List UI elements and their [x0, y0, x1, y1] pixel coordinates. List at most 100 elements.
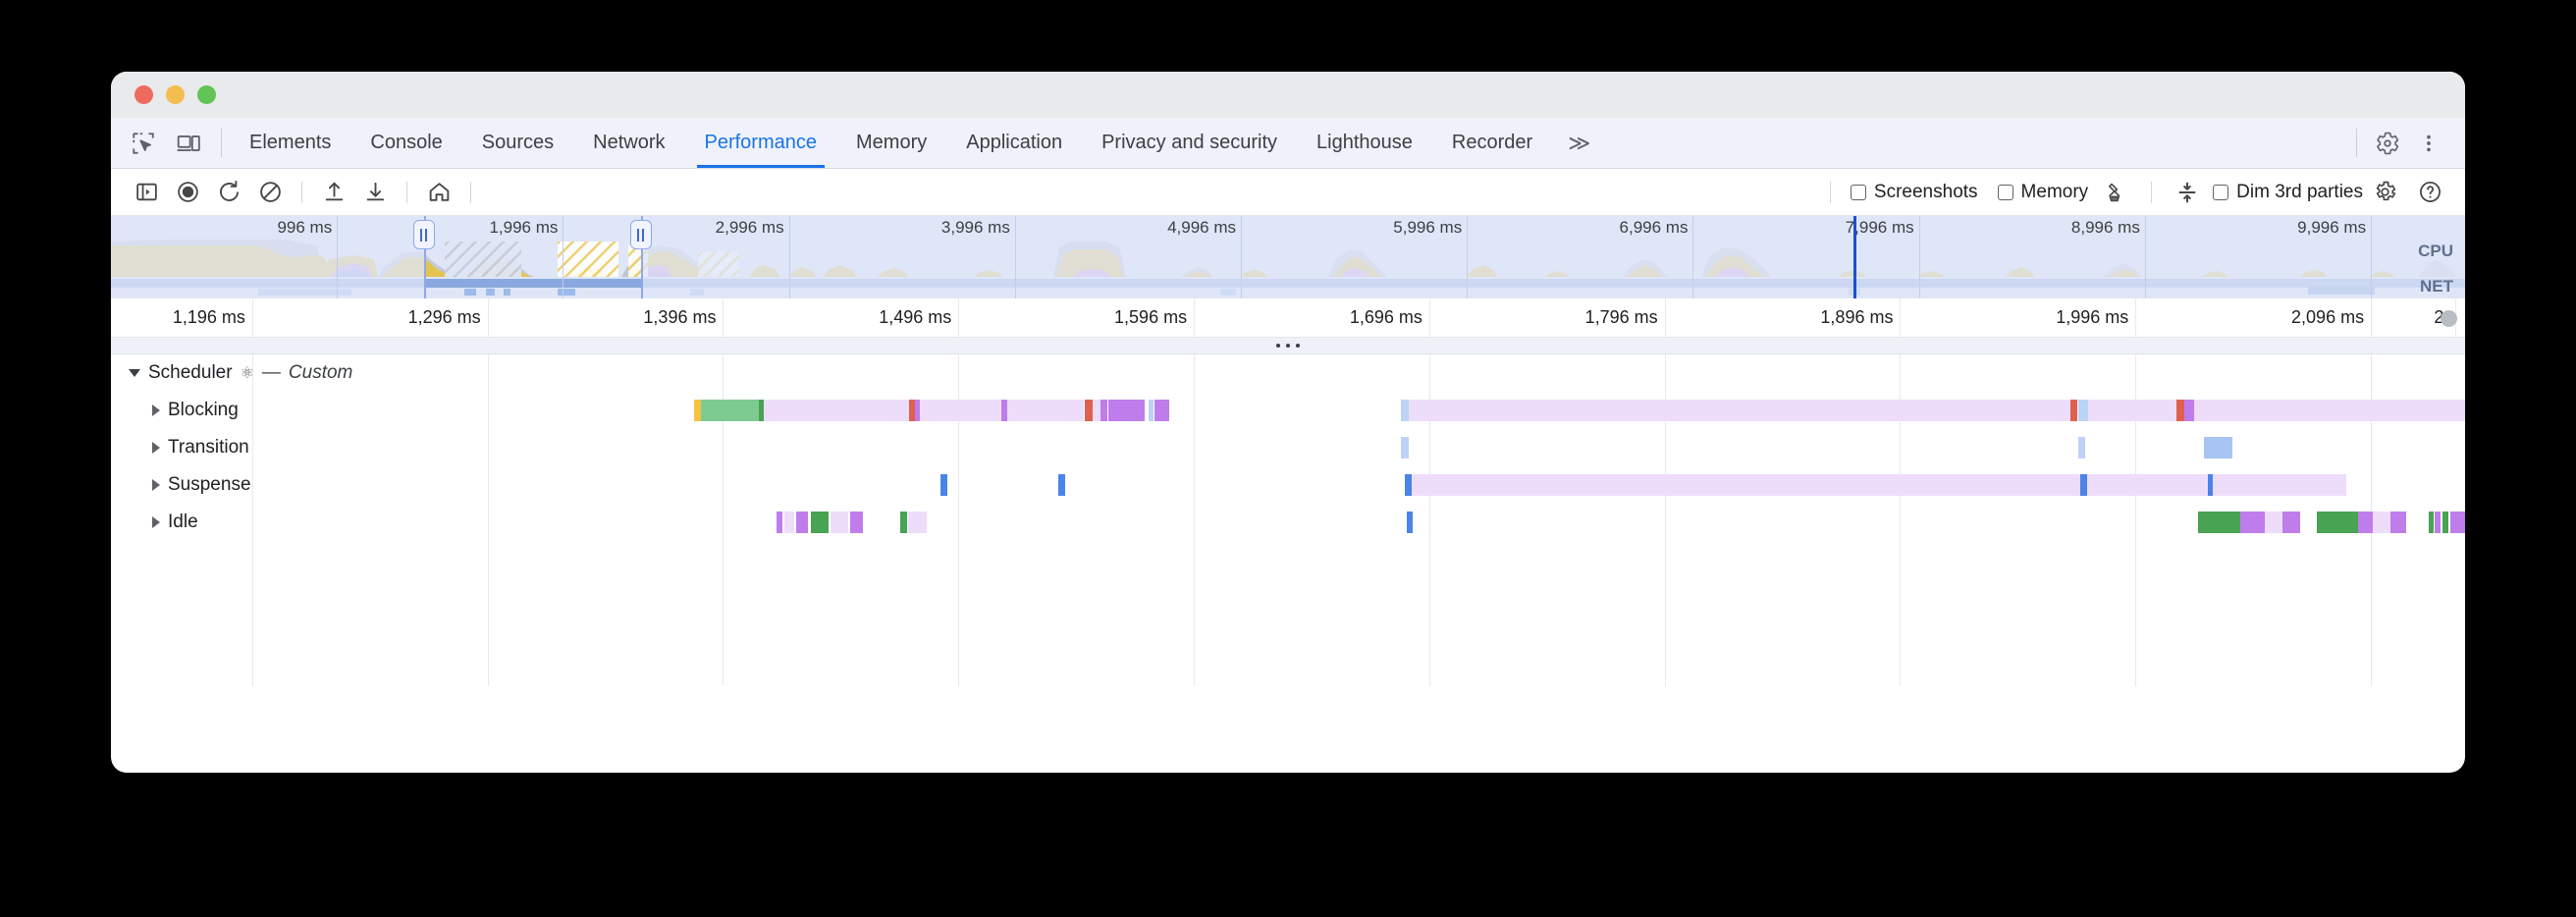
flame-bar[interactable] — [2176, 400, 2185, 421]
chevron-right-icon[interactable] — [152, 405, 160, 416]
flame-bar[interactable] — [700, 400, 759, 421]
flame-bar[interactable] — [849, 512, 864, 533]
flame-bar[interactable] — [2203, 437, 2233, 458]
flame-bar[interactable] — [1084, 400, 1093, 421]
track-row-scheduler[interactable]: Scheduler ⚛ — Custom — [111, 354, 2465, 392]
download-profile-icon[interactable] — [355, 174, 395, 211]
inspect-element-icon[interactable] — [125, 125, 162, 162]
flame-bar[interactable] — [759, 400, 765, 421]
upload-profile-icon[interactable] — [314, 174, 353, 211]
dim-3rd-parties-checkbox[interactable]: Dim 3rd parties — [2213, 182, 2363, 203]
flame-bar[interactable] — [777, 512, 783, 533]
flame-bar[interactable] — [693, 400, 701, 421]
tab-lighthouse[interactable]: Lighthouse — [1316, 132, 1413, 153]
timeline-overview[interactable]: 996 ms 1,996 ms 2,996 ms 3,996 ms 4,996 … — [111, 216, 2465, 298]
memory-checkbox-box[interactable] — [1997, 184, 2013, 200]
flame-bar[interactable] — [2207, 474, 2214, 496]
tab-application[interactable]: Application — [966, 132, 1063, 153]
more-tabs-chevron-icon[interactable]: ≫ — [1568, 130, 1591, 155]
track-transition[interactable]: Transition — [111, 429, 249, 466]
overview-window-left-handle[interactable] — [412, 220, 435, 249]
timeline-scrollbar-thumb[interactable] — [2441, 310, 2457, 327]
window-close-button[interactable] — [134, 85, 153, 104]
settings-gear-icon[interactable] — [2369, 125, 2406, 162]
chevron-right-icon[interactable] — [152, 442, 160, 454]
flame-bar[interactable] — [1400, 400, 1409, 421]
flame-bar[interactable] — [2239, 512, 2266, 533]
flame-bar[interactable] — [2373, 512, 2390, 533]
device-toolbar-icon[interactable] — [170, 125, 207, 162]
flame-bar[interactable] — [1006, 400, 1084, 421]
flame-bar[interactable] — [2197, 512, 2240, 533]
flame-bar[interactable] — [764, 400, 911, 421]
home-landing-page-icon[interactable] — [419, 174, 458, 211]
flame-bar[interactable] — [1148, 400, 1154, 421]
flame-bar[interactable] — [899, 512, 907, 533]
panel-resize-handle[interactable] — [111, 338, 2465, 354]
flame-bar[interactable] — [2184, 400, 2194, 421]
tab-memory[interactable]: Memory — [856, 132, 928, 153]
flame-bar[interactable] — [1154, 400, 1170, 421]
flame-bar[interactable] — [2265, 512, 2283, 533]
flame-bar[interactable] — [1408, 400, 2071, 421]
clear-icon[interactable] — [250, 174, 290, 211]
overview-selection-left-edge[interactable] — [423, 216, 426, 298]
flame-bar[interactable] — [2087, 400, 2177, 421]
dim-3rd-parties-checkbox-box[interactable] — [2213, 184, 2229, 200]
track-group-scheduler[interactable]: Scheduler ⚛ — Custom — [111, 354, 352, 392]
toggle-sidebar-icon[interactable] — [127, 174, 166, 211]
help-question-icon[interactable] — [2410, 174, 2449, 211]
tab-recorder[interactable]: Recorder — [1451, 132, 1533, 153]
flame-bar[interactable] — [1100, 400, 1107, 421]
flame-bar[interactable] — [2357, 512, 2374, 533]
flame-bar[interactable] — [1400, 437, 1409, 458]
collect-garbage-icon[interactable] — [2098, 174, 2131, 211]
tab-performance[interactable]: Performance — [685, 118, 837, 168]
tab-network[interactable]: Network — [593, 132, 666, 153]
flame-bar[interactable] — [1412, 474, 2346, 496]
flame-bar[interactable] — [2193, 400, 2465, 421]
tab-console[interactable]: Console — [370, 132, 443, 153]
flame-bar[interactable] — [1057, 474, 1066, 496]
chevron-right-icon[interactable] — [152, 516, 160, 528]
flame-bar[interactable] — [831, 512, 848, 533]
detail-timeline-ruler[interactable]: 1,196 ms 1,296 ms 1,396 ms 1,496 ms 1,59… — [111, 298, 2465, 338]
expand-collapse-icon[interactable] — [2172, 174, 2203, 211]
flame-bar[interactable] — [2078, 437, 2086, 458]
flame-bar[interactable] — [939, 474, 947, 496]
flame-bar[interactable] — [2070, 400, 2078, 421]
flame-bar[interactable] — [2282, 512, 2300, 533]
track-idle[interactable]: Idle — [111, 504, 198, 541]
flame-bar[interactable] — [795, 512, 808, 533]
flame-bar[interactable] — [1092, 400, 1100, 421]
track-suspense[interactable]: Suspense — [111, 466, 251, 504]
flame-bar[interactable] — [920, 400, 1001, 421]
memory-checkbox[interactable]: Memory — [1997, 182, 2088, 203]
flame-bar[interactable] — [1404, 474, 1413, 496]
flame-bar[interactable] — [2389, 512, 2406, 533]
flame-bar[interactable] — [1000, 400, 1007, 421]
overview-selection-right-edge[interactable] — [640, 216, 643, 298]
flame-bar[interactable] — [915, 400, 921, 421]
track-row-idle[interactable]: Idle — [111, 504, 2465, 541]
overview-window-right-handle[interactable] — [629, 220, 652, 249]
capture-settings-gear-icon[interactable] — [2365, 174, 2404, 211]
flame-bar[interactable] — [2429, 512, 2435, 533]
tab-elements[interactable]: Elements — [249, 132, 332, 153]
track-row-blocking[interactable]: Blocking — [111, 392, 2465, 429]
flame-bar[interactable] — [1107, 400, 1145, 421]
flame-bar[interactable] — [2435, 512, 2441, 533]
screenshots-checkbox-box[interactable] — [1850, 184, 1866, 200]
track-row-suspense[interactable]: Suspense — [111, 466, 2465, 504]
flame-bar[interactable] — [2078, 400, 2088, 421]
flame-bar[interactable] — [811, 512, 830, 533]
tab-sources[interactable]: Sources — [481, 132, 555, 153]
screenshots-checkbox[interactable]: Screenshots — [1850, 182, 1978, 203]
flame-bar[interactable] — [909, 400, 916, 421]
flame-bar[interactable] — [907, 512, 928, 533]
flame-bar[interactable] — [2080, 474, 2087, 496]
flame-bar[interactable] — [783, 512, 794, 533]
chevron-down-icon[interactable] — [129, 369, 140, 377]
flame-bar[interactable] — [2442, 512, 2448, 533]
flame-bar[interactable] — [2317, 512, 2358, 533]
